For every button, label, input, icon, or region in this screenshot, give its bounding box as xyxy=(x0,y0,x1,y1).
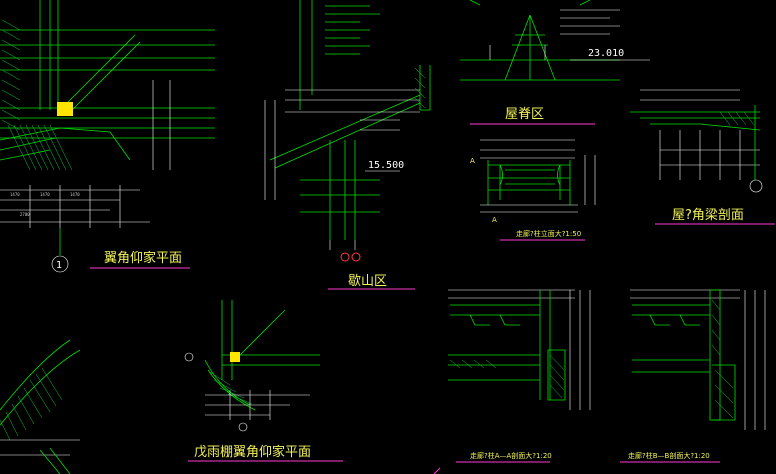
corridor-elevation: A A 走廊?柱立面大?1:50 xyxy=(470,139,596,241)
title-gable: 歇山区 xyxy=(348,274,387,289)
title-section-a: 走廊?柱A—A剖面大?1:20 xyxy=(470,451,552,460)
eave-fan-partial xyxy=(0,339,81,474)
section-b-b: 走廊?柱B—B剖面大?1:20 xyxy=(620,289,766,463)
marker-square xyxy=(57,102,73,116)
label-a-bottom: A xyxy=(492,216,497,224)
axis-number: 1 xyxy=(56,260,62,271)
elevation-15500: 15.500 xyxy=(368,160,404,171)
marker-square xyxy=(230,352,240,362)
axis-circle-c xyxy=(749,179,763,193)
porch-corner-plan: 戊雨棚翼角仰家平面 xyxy=(184,300,343,462)
dim-label-1470: 1470 xyxy=(10,192,20,197)
elevation-23010: 23.010 xyxy=(588,48,624,59)
eave-corner-plan: 1470 1470 1470 2700 1 翼角仰家平面 xyxy=(0,0,215,273)
title-section-b: 走廊?柱B—B剖面大?1:20 xyxy=(628,451,710,460)
title-corridor-elevation: 走廊?柱立面大?1:50 xyxy=(516,229,581,238)
ridge-detail: 23.010 屋脊区 xyxy=(460,0,650,125)
title-porch-plan: 戊雨棚翼角仰家平面 xyxy=(194,444,311,460)
title-ridge: 屋脊区 xyxy=(505,107,544,122)
dim-label-1470-b: 1470 xyxy=(40,192,50,197)
axis-circle-a xyxy=(340,252,350,262)
axis-circle-1 xyxy=(51,255,69,273)
title-eave-plan: 翼角仰家平面 xyxy=(104,250,182,266)
axis-circle-d xyxy=(238,422,248,432)
axis-circle-e xyxy=(184,352,194,362)
dim-label-1470-c: 1470 xyxy=(70,192,80,197)
gable-section: 15.500 歇山区 xyxy=(264,0,431,290)
title-corner-beam: 屋?角梁剖面 xyxy=(672,208,744,223)
dim-label-2700: 2700 xyxy=(20,212,30,217)
label-a-left: A xyxy=(470,157,475,165)
section-a-a: 走廊?柱A—A剖面大?1:20 xyxy=(448,289,591,463)
axis-circle-b xyxy=(351,252,361,262)
corner-beam-section: 屋?角梁剖面 xyxy=(630,89,775,225)
